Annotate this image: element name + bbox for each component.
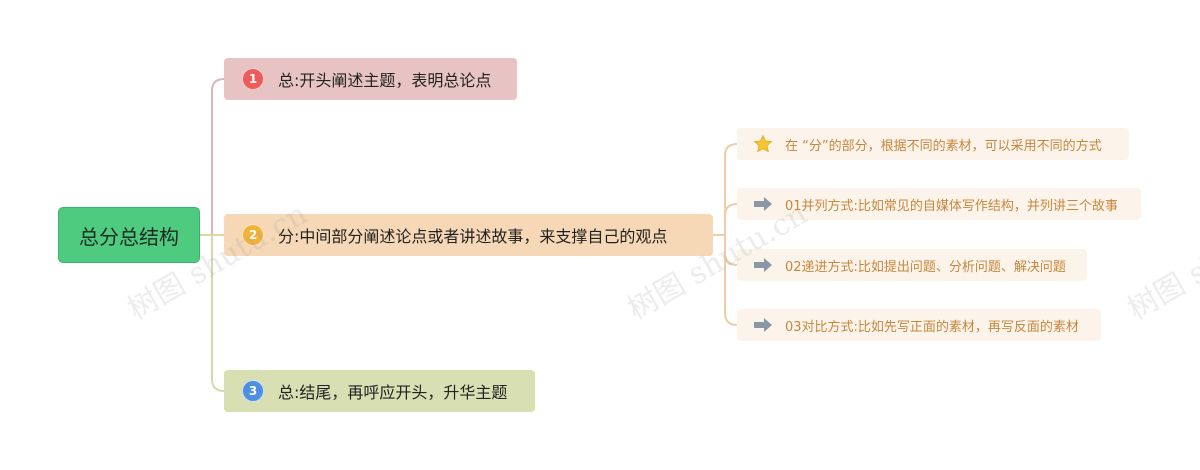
- priority-2-icon: 2: [242, 224, 264, 246]
- subtopic-3-label: 02递进方式:比如提出问题、分析问题、解决问题: [785, 259, 1066, 275]
- branch-topic-3-label: 总:结尾，再呼应开头，升华主题: [278, 383, 508, 402]
- connector-branch2-leaf-1: [713, 143, 738, 236]
- connector-root-branch-3: [200, 234, 225, 392]
- branch-topic-2[interactable]: 2 分:中间部分阐述论点或者讲述故事，来支撑自己的观点: [224, 214, 713, 256]
- branch-topic-3[interactable]: 3 总:结尾，再呼应开头，升华主题: [224, 370, 535, 412]
- arrow-right-icon: [753, 194, 773, 214]
- root-topic[interactable]: 总分总结构: [58, 207, 200, 263]
- subtopic-4-label: 03对比方式:比如先写正面的素材，再写反面的素材: [785, 319, 1079, 335]
- subtopic-1[interactable]: 在 “分”的部分，根据不同的素材，可以采用不同的方式: [737, 128, 1129, 160]
- branch-topic-2-label: 分:中间部分阐述论点或者讲述故事，来支撑自己的观点: [278, 227, 668, 246]
- arrow-right-icon: [753, 255, 773, 275]
- subtopic-2-label: 01并列方式:比如常见的自媒体写作结构，并列讲三个故事: [785, 198, 1118, 214]
- connector-branch2-leaf-4: [713, 234, 738, 326]
- star-icon: [753, 134, 773, 154]
- subtopic-1-label: 在 “分”的部分，根据不同的素材，可以采用不同的方式: [785, 138, 1102, 154]
- subtopic-3[interactable]: 02递进方式:比如提出问题、分析问题、解决问题: [737, 249, 1087, 281]
- subtopic-2[interactable]: 01并列方式:比如常见的自媒体写作结构，并列讲三个故事: [737, 188, 1141, 220]
- branch-topic-1-label: 总:开头阐述主题，表明总论点: [278, 71, 492, 90]
- arrow-right-icon: [753, 315, 773, 335]
- priority-1-icon: 1: [242, 68, 264, 90]
- connector-root-branch-1: [200, 78, 225, 236]
- connector-branch2-leaf-2: [713, 203, 738, 236]
- root-topic-label: 总分总结构: [79, 224, 179, 249]
- subtopic-4[interactable]: 03对比方式:比如先写正面的素材，再写反面的素材: [737, 309, 1101, 341]
- branch-topic-1[interactable]: 1 总:开头阐述主题，表明总论点: [224, 58, 517, 100]
- priority-3-icon: 3: [242, 380, 264, 402]
